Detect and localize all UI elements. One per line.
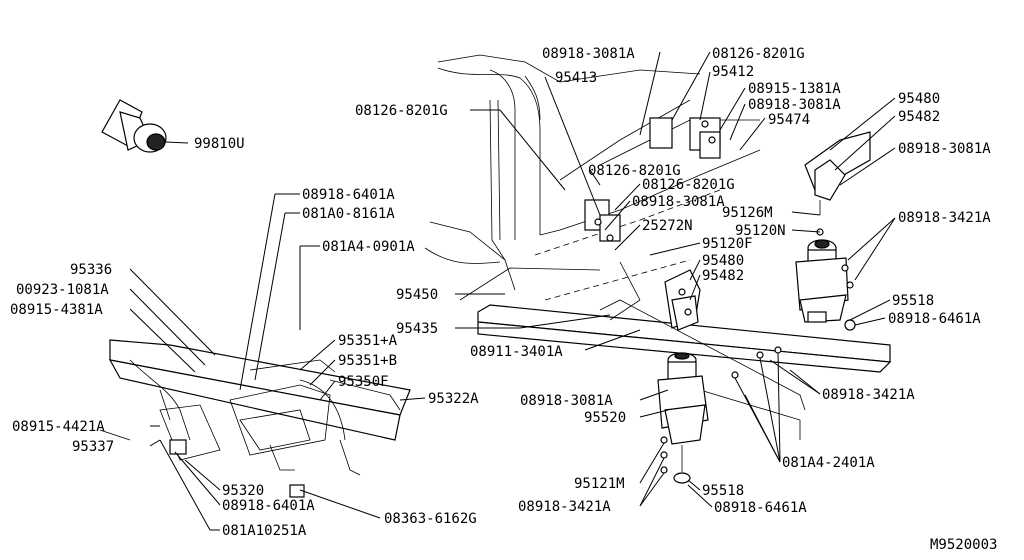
label-95518-right: 95518: [892, 293, 934, 309]
label-95351-b: 95351+B: [338, 353, 397, 369]
label-95120n: 95120N: [735, 223, 786, 239]
upper-right-bracket-illustration: [804, 131, 871, 215]
label-08918-6461a-lower: 08918-6461A: [714, 500, 807, 516]
label-08918-3081a-lower: 08918-3081A: [520, 393, 613, 409]
label-95322a: 95322A: [428, 391, 479, 407]
label-95336: 95336: [70, 262, 112, 278]
label-08126-8201g-left: 08126-8201G: [355, 103, 448, 119]
label-95482-mid: 95482: [702, 268, 744, 284]
label-95126m: 95126M: [722, 205, 773, 221]
label-95480-top: 95480: [898, 91, 940, 107]
part-99810u-illustration: [101, 99, 189, 153]
label-25272n: 25272N: [642, 218, 693, 234]
label-08918-3421a-lower: 08918-3421A: [518, 499, 611, 515]
label-08915-4381a: 08915-4381A: [10, 302, 103, 318]
label-00923-1081a: 00923-1081A: [16, 282, 109, 298]
label-08915-4421a: 08915-4421A: [12, 419, 105, 435]
label-08126-8201g-mid2: 08126-8201G: [642, 177, 735, 193]
upper-mount-illustration: [795, 239, 849, 323]
label-08363-6162g: 08363-6162G: [384, 511, 477, 527]
label-95412: 95412: [712, 64, 754, 80]
label-081a10251a: 081A10251A: [222, 523, 307, 539]
label-99810u: 99810U: [194, 136, 245, 152]
label-08918-3421a-mid: 08918-3421A: [822, 387, 915, 403]
label-95474: 95474: [768, 112, 810, 128]
bracket-cluster-illustration: [584, 117, 721, 242]
diagram-code: M9520003: [930, 537, 997, 553]
label-08918-3081a-upper: 08918-3081A: [748, 97, 841, 113]
label-081a0-8161a: 081A0-8161A: [302, 206, 395, 222]
label-95121m: 95121M: [574, 476, 625, 492]
leader-lines: [129, 51, 896, 531]
label-95435: 95435: [396, 321, 438, 337]
subframe-illustration: [99, 339, 411, 498]
label-08918-3081a-top: 08918-3081A: [542, 46, 635, 62]
lower-mount-illustration: [657, 352, 709, 484]
label-08918-6461a-right: 08918-6461A: [888, 311, 981, 327]
cab-panel-illustration: [424, 54, 761, 301]
label-08918-3421a-right: 08918-3421A: [898, 210, 991, 226]
label-08911-3401a: 08911-3401A: [470, 344, 563, 360]
label-95518-lower: 95518: [702, 483, 744, 499]
label-95482-top: 95482: [898, 109, 940, 125]
label-081a4-0901a: 081A4-0901A: [322, 239, 415, 255]
label-95120f: 95120F: [702, 236, 753, 252]
label-95450: 95450: [396, 287, 438, 303]
label-081a4-2401a: 081A4-2401A: [782, 455, 875, 471]
label-08126-8201g-mid: 08126-8201G: [588, 163, 681, 179]
label-95413: 95413: [555, 70, 597, 86]
center-bracket-illustration: [609, 261, 701, 331]
label-95520: 95520: [584, 410, 626, 426]
label-08915-1381a: 08915-1381A: [748, 81, 841, 97]
label-08918-3081a-right: 08918-3081A: [898, 141, 991, 157]
label-95350f: 95350F: [338, 374, 389, 390]
label-95320: 95320: [222, 483, 264, 499]
label-95480-mid: 95480: [702, 253, 744, 269]
label-08918-3081a-mid: 08918-3081A: [632, 194, 725, 210]
label-95351-a: 95351+A: [338, 333, 398, 349]
label-08126-8201g-top: 08126-8201G: [712, 46, 805, 62]
part-labels: 99810U 08918-3081A 08126-8201G 95413 954…: [10, 46, 997, 553]
label-95337: 95337: [72, 439, 114, 455]
label-08918-6401a-lower: 08918-6401A: [222, 498, 315, 514]
label-08918-6401a-left: 08918-6401A: [302, 187, 395, 203]
